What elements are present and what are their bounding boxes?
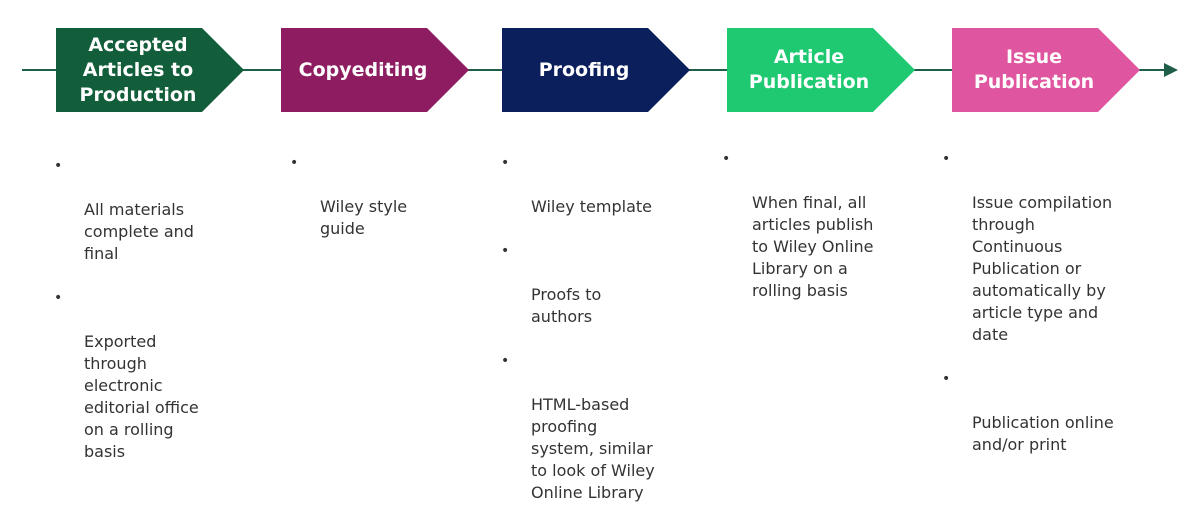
bullet-dot-icon: • — [501, 155, 510, 171]
bullet-text: When final, all articles publish to Wile… — [752, 193, 874, 300]
timeline-arrow-icon — [1164, 63, 1178, 77]
bullet-item: • Publication online and/or print — [942, 368, 1182, 456]
stage-article-publication: Article Publication — [727, 28, 915, 112]
bullet-text: All materials complete and final — [84, 200, 194, 263]
stage-copyediting: Copyediting — [281, 28, 469, 112]
stage-label: Copyediting — [298, 58, 428, 81]
stage-label: Proofing — [538, 58, 630, 81]
bullet-list-issue-publication: • Issue compilation through Continuous P… — [942, 148, 1182, 478]
bullet-text: Issue compilation through Continuous Pub… — [972, 193, 1113, 344]
bullet-item: • Issue compilation through Continuous P… — [942, 148, 1182, 346]
bullet-text: HTML-based proofing system, similar to l… — [531, 395, 655, 502]
bullet-text: Proofs to authors — [531, 285, 602, 326]
bullet-text: Wiley template — [531, 197, 652, 216]
bullet-item: • All materials complete and final — [54, 155, 254, 265]
stage-issue-publication: Issue Publication — [952, 28, 1140, 112]
bullet-list-accepted-articles: • All materials complete and final • Exp… — [54, 155, 254, 485]
stage-accepted-articles: Accepted Articles to Production — [56, 28, 244, 112]
bullet-text: Exported through electronic editorial of… — [84, 332, 199, 461]
bullet-item: • Exported through electronic editorial … — [54, 287, 254, 463]
bullet-list-copyediting: • Wiley style guide — [290, 152, 490, 262]
bullet-item: • HTML-based proofing system, similar to… — [501, 350, 701, 504]
bullet-dot-icon: • — [942, 151, 951, 167]
bullet-dot-icon: • — [501, 353, 510, 369]
bullet-dot-icon: • — [54, 158, 63, 174]
bullet-dot-icon: • — [54, 290, 63, 306]
bullet-item: • Wiley style guide — [290, 152, 490, 240]
stage-label: Accepted Articles to Production — [79, 33, 197, 106]
bullet-item: • Wiley template — [501, 152, 701, 218]
bullet-dot-icon: • — [942, 371, 951, 387]
bullet-dot-icon: • — [501, 243, 510, 259]
stage-label: Article Publication — [748, 46, 870, 93]
bullet-item: • Proofs to authors — [501, 240, 701, 328]
bullet-dot-icon: • — [290, 155, 299, 171]
stage-proofing: Proofing — [502, 28, 690, 112]
bullet-list-article-publication: • When final, all articles publish to Wi… — [722, 148, 922, 324]
bullet-dot-icon: • — [722, 151, 731, 167]
bullet-text: Publication online and/or print — [972, 413, 1114, 454]
stage-label: Issue Publication — [973, 46, 1095, 93]
bullet-text: Wiley style guide — [320, 197, 408, 238]
bullet-list-proofing: • Wiley template • Proofs to authors • H… — [501, 152, 701, 526]
bullet-item: • When final, all articles publish to Wi… — [722, 148, 922, 302]
